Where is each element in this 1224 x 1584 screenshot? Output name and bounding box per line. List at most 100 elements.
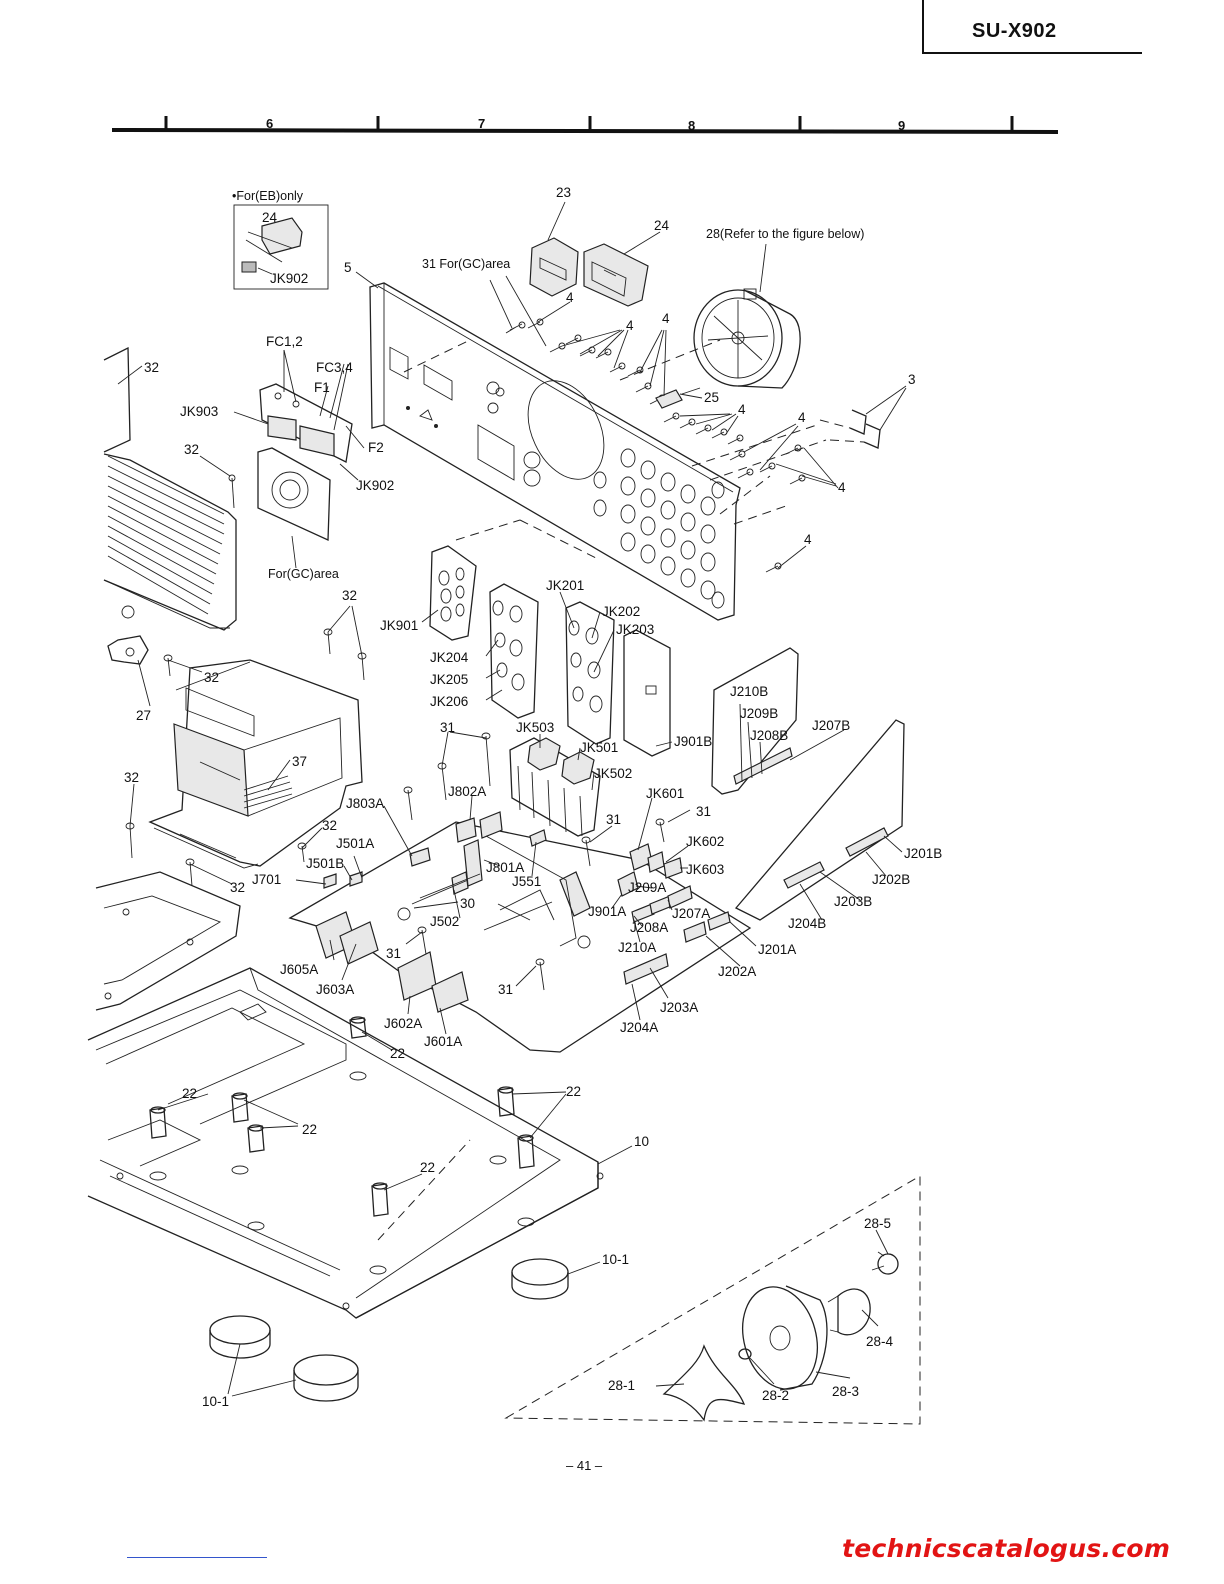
part-label: JK902 [270,271,308,286]
part-label: 32 [230,880,245,895]
part-label: 4 [626,318,634,333]
outlet-24 [583,243,649,307]
callout-gc-plate: For(GC)area [268,567,339,581]
part-label: 32 [322,818,337,833]
main-chassis [87,967,604,1319]
part-label: 5 [344,260,352,275]
jack-board-jk201 [565,601,615,745]
part-label: 22 [420,1160,435,1175]
part-label: JK901 [380,618,418,633]
part-label: 32 [184,442,199,457]
ruler-col-7: 7 [478,116,485,131]
part-label: 22 [390,1046,405,1061]
part-label: J502 [430,914,459,929]
part-label: 31 [606,812,621,827]
part-label: 32 [204,670,219,685]
screws-4 [505,318,806,573]
part-label: 28-5 [864,1216,891,1231]
part-label: J901B [674,734,712,749]
part-label: FC3,4 [316,360,353,375]
part-label: JK205 [430,672,468,687]
part-label: J202B [872,872,910,887]
jack-board-jk901 [429,545,477,641]
part-label: J201B [904,846,942,861]
part-label: JK204 [430,650,469,665]
part-label: 28-1 [608,1378,635,1393]
part-label: 30 [460,896,475,911]
part-label: 31 [498,982,513,997]
part-label: J208A [630,920,668,935]
foot-rings-10-1 [209,1258,569,1402]
part-label: J602A [384,1016,422,1031]
pcb-j207b [734,719,905,921]
part-label: 4 [804,532,812,547]
jack-board-jk204 [489,583,539,719]
part-label: JK202 [602,604,640,619]
heatsink [103,453,237,631]
part-label: J209A [628,880,666,895]
part-label: 28-3 [832,1384,859,1399]
part-label: JK601 [646,786,684,801]
part-label: JK502 [594,766,632,781]
part-labels: 24 JK902 23 24 5 4 4 4 4 4 4 4 3 25 32 F… [124,185,942,1409]
part-label: J207B [812,718,850,733]
part-label: 31 [440,720,455,735]
watermark-link[interactable]: technicscatalogus.com [842,1534,1171,1563]
part-label: J209B [740,706,778,721]
part-label: 32 [144,360,159,375]
part-label: 22 [566,1084,581,1099]
part-label: 3 [908,372,916,387]
fan-assembly [693,288,801,389]
part-label: J901A [588,904,626,919]
part-label: 25 [704,390,719,405]
screws-31-32-30 [125,477,665,991]
pcb-j901b [623,629,671,757]
part-label: JK203 [616,622,654,637]
model-box [922,0,1142,54]
part-label: 31 [696,804,711,819]
fan-detail-inset [504,1175,921,1425]
speaker-terminals [509,737,601,837]
footer-link-underline [127,1557,267,1558]
part-label: J204A [620,1020,658,1035]
part-label: J601A [424,1034,462,1049]
leader-lines [117,201,907,1397]
callouts: •For(EB)only 31 For(GC)area For(GC)area … [232,189,864,581]
part-label: JK503 [516,720,554,735]
part-label: J207A [672,906,710,921]
part-label: 31 [386,946,401,961]
part-label: J203B [834,894,872,909]
assembly-lines [377,339,827,1241]
part-label: J551 [512,874,541,889]
part-label: J701 [252,872,281,887]
part-label: 22 [182,1086,197,1101]
fuse-board [259,383,353,463]
eb-only-inset [233,204,329,290]
part-label: JK603 [686,862,724,877]
ruler-col-9: 9 [898,118,905,133]
part-label: JK903 [180,404,218,419]
part-label: F2 [368,440,384,455]
part-label: J201A [758,942,796,957]
ruler-col-6: 6 [266,116,273,131]
transformer [148,659,363,869]
part-label: J208B [750,728,788,743]
part-label: JK501 [580,740,618,755]
part-label: 24 [654,218,670,233]
part-label: J204B [788,916,826,931]
callout-gc-cover: 31 For(GC)area [422,257,510,271]
model-title: SU-X902 [972,20,1057,42]
part-label: JK201 [546,578,584,593]
main-pcb [288,811,752,1053]
part-label: J501A [336,836,374,851]
part-label: JK602 [686,834,724,849]
part-label: 4 [662,311,670,326]
part-label: 28-2 [762,1388,789,1403]
part-label: J210B [730,684,768,699]
part-label: 28-4 [866,1334,894,1349]
part-label: 4 [838,480,846,495]
part-label: J803A [346,796,384,811]
left-panel-partial [103,346,131,453]
outlet-23 [529,237,579,297]
